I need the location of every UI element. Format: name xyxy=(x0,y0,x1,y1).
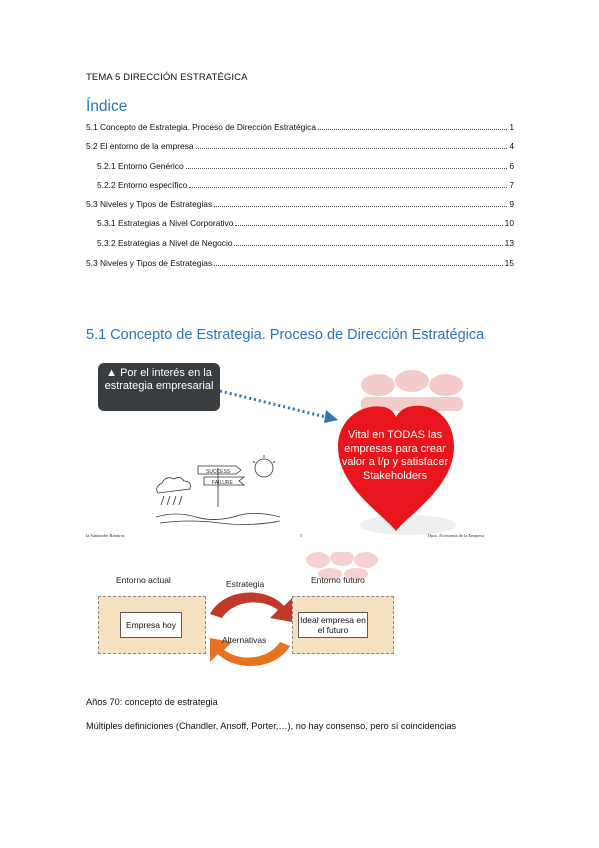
alternatives-curved-arrow-icon xyxy=(210,638,290,666)
strategy-curved-arrow-icon xyxy=(210,592,292,622)
toc-leader xyxy=(317,129,508,130)
logo-watermark xyxy=(360,370,463,535)
toc-entry[interactable]: 5.3 Niveles y Tipos de Estrategias 15 xyxy=(86,258,514,270)
toc-entry-label: 5.2.1 Entorno Genérico xyxy=(97,161,184,171)
dotted-arrow-icon xyxy=(219,389,338,423)
toc-entry[interactable]: 5.2.2 Entorno específico 7 xyxy=(97,180,514,192)
slide-footer-page: 5 xyxy=(300,533,303,538)
toc-entry-label: 5.2 El entorno de la empresa xyxy=(86,141,194,151)
document-header: TEMA 5 DIRECCIÓN ESTRATÉGICA xyxy=(86,72,248,83)
toc-entry[interactable]: 5.3.1 Estrategias a Nivel Corporativo 10 xyxy=(97,218,514,230)
alternatives-label: Alternativas xyxy=(222,635,267,645)
toc-entry-page: 4 xyxy=(509,141,514,151)
slide-strategy-interest: SUCCESS FAILURE ▲ Por el interés en la e… xyxy=(86,355,516,541)
toc-entry-label: 5.3.2 Estrategias a Nivel de Negocio xyxy=(97,238,233,248)
toc-entry-label: 5.3 Niveles y Tipos de Estrategias xyxy=(86,199,213,209)
paragraph-definitions: Múltiples definiciones (Chandler, Ansoff… xyxy=(86,721,457,731)
toc-entry-label: 5.1 Concepto de Estrategia. Proceso de D… xyxy=(86,122,316,132)
slide-footer-author: la Santander Ramírez xyxy=(86,533,125,538)
strategy-label: Estrategia xyxy=(226,579,265,589)
toc-entry[interactable]: 5.3 Niveles y Tipos de Estrategias 9 xyxy=(86,199,514,211)
toc-leader xyxy=(235,225,503,226)
toc-entry-label: 5.3 Niveles y Tipos de Estrategias xyxy=(86,258,213,268)
toc-leader xyxy=(195,148,508,149)
ideal-company-box: Ideal empresa en el futuro xyxy=(298,612,368,638)
toc-entry-label: 5.3.1 Estrategias a Nivel Corporativo xyxy=(97,218,234,228)
toc-title: Índice xyxy=(86,98,128,115)
paragraph-70s: Años 70: concepto de estrategia xyxy=(86,697,218,707)
toc-leader xyxy=(234,245,503,246)
sign-success-text: SUCCESS xyxy=(206,469,231,475)
company-today-box: Empresa hoy xyxy=(120,612,182,638)
slide-footer-department: Dpto. Economía de la Empresa xyxy=(428,533,485,538)
heart-text: Vital en TODAS las empresas para crear v… xyxy=(341,429,449,482)
toc-leader xyxy=(214,265,503,266)
future-environment-label: Entorno futuro xyxy=(311,575,365,585)
slide-strategy-process: Entorno actual Entorno futuro Estrategia… xyxy=(86,552,418,686)
sign-failure-text: FAILURE xyxy=(212,480,234,486)
toc-entry[interactable]: 5.3.2 Estrategias a Nivel de Negocio 13 xyxy=(97,238,514,250)
slide-strategy-graphics: SUCCESS FAILURE xyxy=(155,370,463,535)
toc-entry-page: 1 xyxy=(509,122,514,132)
callout-box: ▲ Por el interés en la estrategia empres… xyxy=(98,363,220,411)
current-environment-label: Entorno actual xyxy=(116,575,171,585)
toc-entry[interactable]: 5.2 El entorno de la empresa 4 xyxy=(86,141,514,153)
toc-entry-page: 6 xyxy=(509,161,514,171)
slide-process-graphics xyxy=(210,552,378,666)
toc-leader xyxy=(185,168,508,169)
toc-entry-page: 15 xyxy=(504,258,514,268)
toc-leader xyxy=(214,206,508,207)
logo-watermark xyxy=(306,552,378,580)
success-failure-sketch-icon xyxy=(155,455,281,525)
toc-entry-label: 5.2.2 Entorno específico xyxy=(97,180,188,190)
toc-entry[interactable]: 5.2.1 Entorno Genérico 6 xyxy=(97,161,514,173)
toc-entry[interactable]: 5.1 Concepto de Estrategia. Proceso de D… xyxy=(86,122,514,134)
section-title: 5.1 Concepto de Estrategia. Proceso de D… xyxy=(86,327,485,343)
toc-entry-page: 9 xyxy=(509,199,514,209)
toc-entry-page: 7 xyxy=(509,180,514,190)
heart-icon xyxy=(338,405,454,531)
toc-entry-page: 13 xyxy=(504,238,514,248)
toc-leader xyxy=(189,187,508,188)
toc-entry-page: 10 xyxy=(504,218,514,228)
